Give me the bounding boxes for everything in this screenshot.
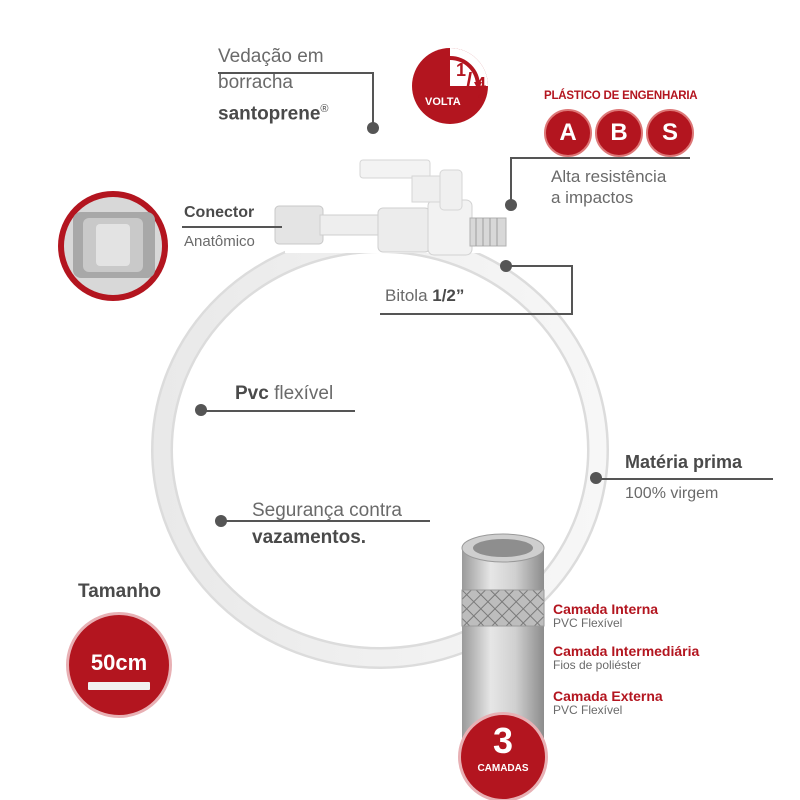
pvc-bold: Pvc <box>235 383 269 404</box>
gauge-leader-h <box>380 313 572 315</box>
seal-brand-line: santoprene® <box>218 96 329 127</box>
quarter-slash: / <box>466 68 473 93</box>
resistance-line1: Alta resistência <box>551 167 667 186</box>
connector-leader <box>182 226 282 228</box>
raw-material-subtitle: 100% virgem <box>625 485 719 502</box>
pvc-leader-dot <box>195 404 207 416</box>
layers-badge-number: 3 <box>492 720 514 761</box>
layer-internal-sub: PVC Flexível <box>553 616 623 630</box>
abs-title: PLÁSTICO DE ENGENHARIA <box>544 90 698 102</box>
pvc-rest: flexível <box>268 383 334 404</box>
resistance-leader-v <box>510 157 512 205</box>
layer-middle-title: Camada Intermediária <box>553 643 700 659</box>
layer-middle-sub: Fios de poliéster <box>553 658 642 672</box>
connector-subtitle: Anatômico <box>184 233 255 250</box>
layer-middle: Camada Intermediária Fios de poliéster <box>553 643 699 672</box>
seal-leader-dot <box>367 122 379 134</box>
quarter-turn-badge <box>412 48 488 124</box>
resistance-leader-h <box>510 157 690 159</box>
seal-callout: Vedação em borracha santoprene® <box>218 44 329 127</box>
safety-line1: Segurança contra <box>252 500 402 521</box>
raw-material-leader <box>595 478 773 480</box>
safety-leader-dot <box>215 515 227 527</box>
ruler-icon <box>88 682 150 690</box>
quarter-label: VOLTA <box>425 96 461 108</box>
resistance-leader-dot <box>505 199 517 211</box>
abs-letter-s: S <box>646 109 694 157</box>
abs-letter-a: A <box>544 109 592 157</box>
gauge-leader-v <box>571 265 573 315</box>
seal-leader-v <box>372 72 374 124</box>
layer-external: Camada Externa PVC Flexível <box>553 688 663 717</box>
resistance-callout: Alta resistência a impactos <box>551 166 666 208</box>
layer-internal: Camada Interna PVC Flexível <box>553 601 658 630</box>
size-value: 50cm <box>90 650 148 675</box>
safety-leader <box>220 520 430 522</box>
raw-material-leader-dot <box>590 472 602 484</box>
size-badge <box>66 612 172 718</box>
size-label: Tamanho <box>78 581 162 602</box>
quarter-num: 1 <box>456 60 467 80</box>
gauge-prefix: Bitola <box>385 286 433 305</box>
seal-leader-h <box>218 72 373 74</box>
pvc-label: Pvc flexível <box>235 383 333 405</box>
seal-registered-mark: ® <box>320 103 329 115</box>
seal-line2: borracha <box>218 72 293 93</box>
gauge-leader-dot <box>500 260 512 272</box>
abs-letters: A B S <box>542 108 694 157</box>
quarter-small: de <box>478 94 485 100</box>
quarter-den: 4 <box>476 74 487 94</box>
connector-title: Conector <box>184 204 255 221</box>
raw-material-title: Matéria prima <box>625 452 743 472</box>
seal-brand: santoprene <box>218 103 321 125</box>
layers-badge-label: CAMADAS <box>477 763 529 774</box>
layer-external-title: Camada Externa <box>553 688 663 704</box>
safety-line2: vazamentos. <box>252 527 367 548</box>
abs-letter-b: B <box>595 109 643 157</box>
seal-line1: Vedação em <box>218 46 324 67</box>
gauge-leader-top <box>506 265 573 267</box>
layers-badge <box>458 712 548 800</box>
layer-internal-title: Camada Interna <box>553 601 659 617</box>
gauge-label: Bitola 1/2” <box>385 286 464 306</box>
layer-external-sub: PVC Flexível <box>553 703 623 717</box>
gauge-value: 1/2” <box>432 286 465 305</box>
pvc-leader <box>200 410 355 412</box>
safety-callout: Segurança contra vazamentos. <box>252 497 402 551</box>
resistance-line2: a impactos <box>551 188 634 207</box>
